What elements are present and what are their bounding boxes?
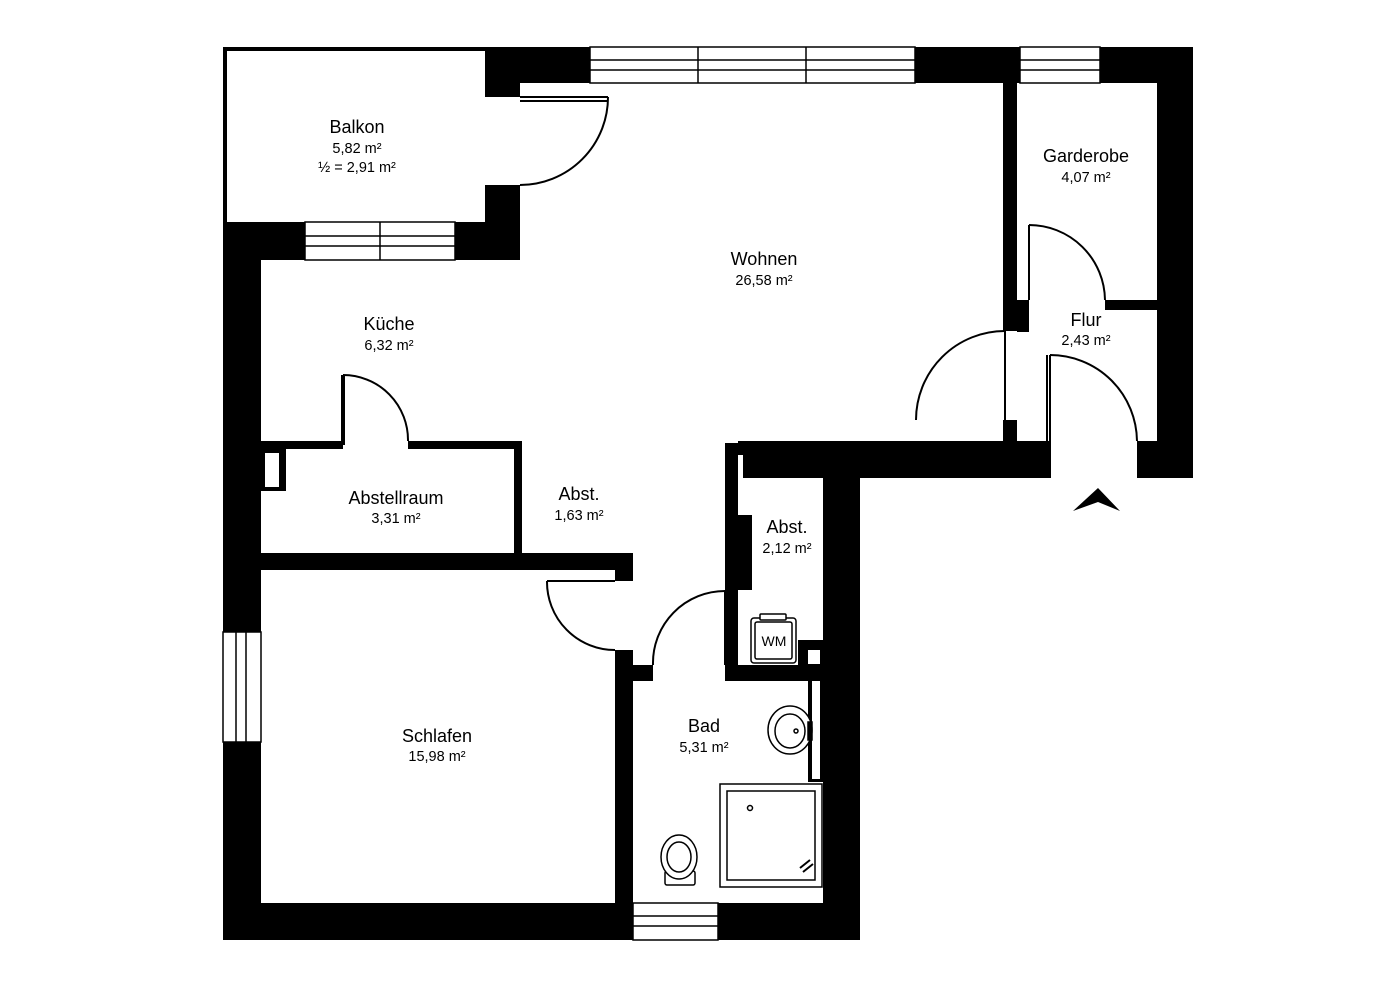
room-name-kueche: Küche (363, 314, 414, 334)
balcony-railing-top (223, 47, 485, 51)
wall-garderobe-left-stub (1017, 300, 1029, 310)
room-name-schlafen: Schlafen (402, 726, 472, 746)
window-schlafen (222, 631, 262, 743)
balcony-railing-left (223, 47, 227, 227)
wall-schlafen-top-stub (615, 553, 633, 581)
chimney-inner (265, 453, 279, 487)
fixtures (660, 613, 823, 888)
toilet-icon (660, 834, 698, 886)
wall-right-bath (823, 443, 860, 940)
wall-flur-left-post (1017, 310, 1029, 332)
wall-abst2-left (725, 443, 738, 681)
wall-balcony-door-post-top (485, 47, 520, 97)
wall-step-horizontal (738, 441, 1050, 478)
window-bad (632, 902, 719, 941)
door-entrance (1046, 354, 1138, 478)
door-schlafen (545, 580, 616, 651)
door-flur (915, 330, 1006, 421)
room-area-garderobe: 4,07 m² (1061, 170, 1110, 186)
door-garderobe (1028, 224, 1106, 301)
niche-inner (812, 681, 820, 779)
wall-wohnen-garderobe (1003, 83, 1017, 331)
room-area-wohnen: 26,58 m² (735, 273, 792, 289)
wall-right-exterior (1157, 47, 1193, 477)
shaft-inner (808, 650, 820, 664)
window-wohnen-top (589, 46, 916, 84)
room-labels: Balkon 5,82 m² ½ = 2,91 m² Wohnen 26,58 … (318, 117, 1129, 765)
room-name-abstellraum: Abstellraum (348, 488, 443, 508)
entrance-arrow-icon (1073, 488, 1120, 511)
windows (222, 46, 1101, 941)
wall-kueche-abstellraum-left (261, 441, 343, 449)
room-area-half-balkon: ½ = 2,91 m² (318, 160, 396, 176)
wall-kitchen-top-right (455, 222, 520, 260)
doors (342, 96, 1138, 666)
wall-bad-top-left (615, 665, 653, 681)
room-area-kueche: 6,32 m² (364, 338, 413, 354)
room-name-abst-1: Abst. (558, 484, 599, 504)
room-area-abstellraum: 3,31 m² (371, 511, 420, 527)
room-name-abst-2: Abst. (766, 517, 807, 537)
room-name-bad: Bad (688, 716, 720, 736)
wall-schlafen-top (261, 553, 633, 570)
room-area-abst-1: 1,63 m² (554, 508, 603, 524)
room-area-balkon: 5,82 m² (332, 141, 381, 157)
room-area-schlafen: 15,98 m² (408, 749, 465, 765)
window-garderobe-top (1019, 46, 1101, 84)
wall-wohnen-flur-lower (1003, 420, 1017, 445)
door-abstellraum (342, 374, 410, 442)
door-bad (651, 590, 726, 666)
washing-machine-label: WM (762, 633, 787, 649)
wall-cutouts (265, 453, 820, 779)
wall-kueche-door-jamb (341, 375, 345, 445)
room-name-garderobe: Garderobe (1043, 146, 1129, 166)
wall-garderobe-flur (1105, 300, 1157, 310)
walls (223, 47, 1193, 940)
door-balkon (519, 96, 609, 186)
wall-bottom-left (223, 903, 633, 940)
window-kueche (304, 221, 456, 261)
room-area-flur: 2,43 m² (1061, 333, 1110, 349)
sink-icon (767, 705, 813, 755)
room-area-bad: 5,31 m² (679, 740, 728, 756)
room-name-balkon: Balkon (329, 117, 384, 137)
room-name-flur: Flur (1071, 310, 1102, 330)
abst2-door-slot (738, 455, 743, 515)
room-area-abst-2: 2,12 m² (762, 541, 811, 557)
wall-entrance-right-post (1137, 441, 1193, 478)
wall-kueche-abstellraum-right (408, 441, 522, 449)
wall-abstellraum-right (514, 441, 522, 553)
abst2-door-slot-lower (738, 590, 743, 640)
washing-machine-icon (750, 613, 797, 664)
shower-tray-icon (719, 783, 823, 888)
wall-top-middle (915, 47, 1020, 83)
room-name-wohnen: Wohnen (731, 249, 798, 269)
wall-abst2-mid (738, 515, 752, 590)
wall-left-upper (223, 222, 261, 632)
wall-schlafen-bad (615, 650, 633, 903)
